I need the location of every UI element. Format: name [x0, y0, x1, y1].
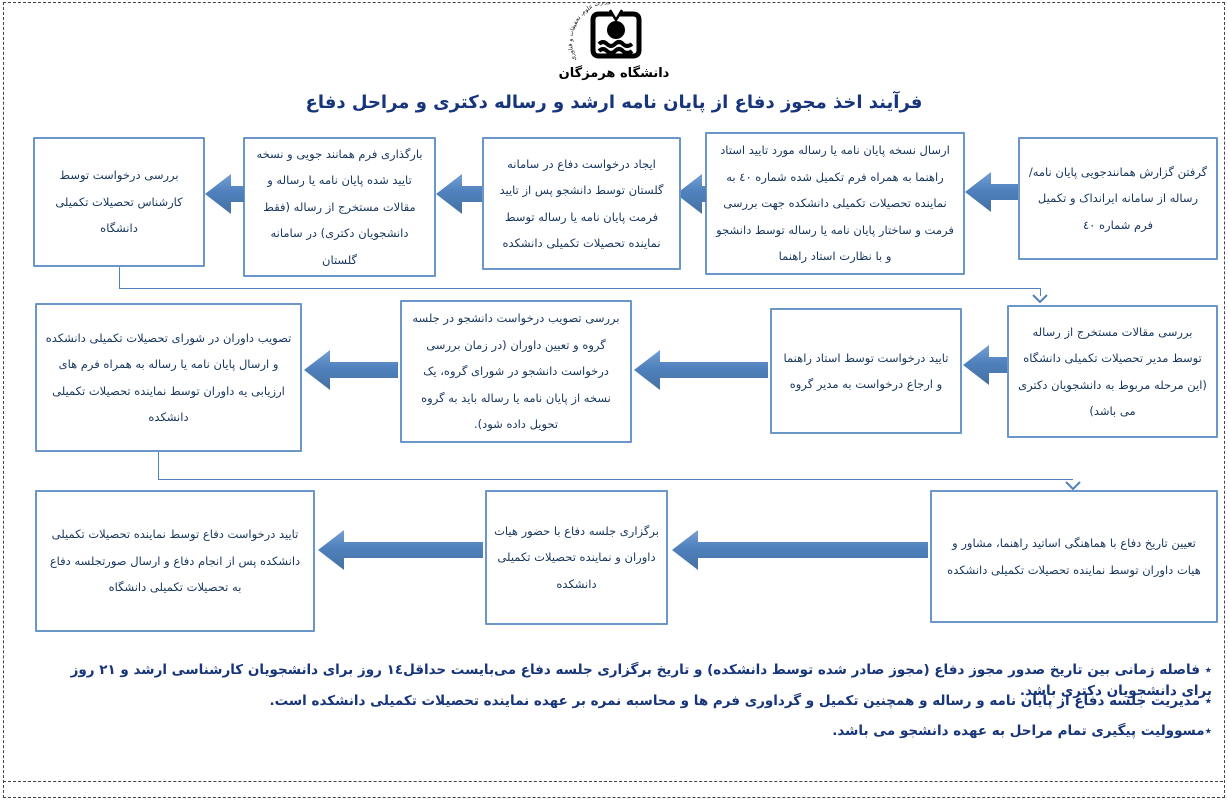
bottom-dashed-divider	[3, 781, 1223, 782]
footnote-3: ٭مسوولیت پیگیری تمام مراحل به عهده دانشج…	[832, 723, 1212, 739]
flow-arrow-left-icon	[436, 174, 482, 214]
flow-arrow-left-icon	[672, 530, 928, 570]
footnote-1: ٭ فاصله زمانی بین تاریخ صدور مجوز دفاع (…	[70, 662, 1212, 699]
flow-arrow-left-icon	[963, 345, 1007, 385]
flow-step-text: بررسی درخواست توسط کارشناس تحصیلات تکمیل…	[55, 168, 183, 236]
flow-step-box-9: تصویب داوران در شورای تحصیلات تکمیلی دان…	[35, 303, 302, 452]
university-name: دانشگاه هرمزگان	[558, 66, 670, 81]
flow-arrow-left-icon	[634, 350, 768, 390]
flow-step-text: تصویب داوران در شورای تحصیلات تکمیلی دان…	[45, 330, 292, 424]
connector-line	[158, 452, 159, 479]
connector-line	[158, 479, 1073, 480]
flow-arrow-left-icon	[205, 174, 244, 214]
flow-step-box-3: ایجاد درخواست دفاع در سامانه گلستان توسط…	[482, 137, 681, 270]
flow-step-text: گرفتن گزارش همانندجویی پایان نامه/ رساله…	[1028, 164, 1208, 232]
page-title: فرآیند اخذ مجوز دفاع از پایان نامه ارشد …	[305, 92, 923, 113]
flow-step-box-6: بررسی مقالات مستخرج از رساله توسط مدیر ت…	[1007, 305, 1218, 438]
connector-arrowhead-down-icon	[1065, 481, 1081, 491]
connector-line	[119, 267, 120, 288]
footnote-2: ٭ مدیریت جلسه دفاع از پایان نامه و رساله…	[269, 693, 1212, 709]
connector-line	[119, 288, 1040, 289]
flow-step-box-10: تعیین تاریخ دفاع با هماهنگی اساتید راهنم…	[930, 490, 1218, 623]
flow-arrow-left-icon	[304, 350, 398, 390]
flow-step-text: تعیین تاریخ دفاع با هماهنگی اساتید راهنم…	[947, 536, 1201, 577]
connector-line	[1040, 288, 1041, 296]
flow-step-box-7: تایید درخواست توسط استاد راهنما و ارجاع …	[770, 308, 962, 434]
book-emblem	[590, 9, 642, 59]
flow-step-box-12: تایید درخواست دفاع توسط نماینده تحصیلات …	[35, 490, 315, 632]
flow-step-box-2: ارسال نسخه پایان نامه یا رساله مورد تایی…	[705, 132, 965, 275]
flow-step-text: ارسال نسخه پایان نامه یا رساله مورد تایی…	[716, 143, 954, 264]
flow-step-box-8: بررسی تصویب درخواست دانشجو در جلسه گروه …	[400, 300, 632, 443]
flow-arrow-left-icon	[318, 530, 483, 570]
flow-step-text: برگزاری جلسه دفاع با حضور هیات داوران و …	[494, 523, 659, 591]
flow-step-text: بررسی تصویب درخواست دانشجو در جلسه گروه …	[412, 311, 620, 432]
flow-step-box-4: بارگذاری فرم همانند جویی و نسخه تایید شد…	[243, 137, 436, 277]
flow-step-box-1: گرفتن گزارش همانندجویی پایان نامه/ رساله…	[1018, 137, 1218, 260]
flow-step-text: بارگذاری فرم همانند جویی و نسخه تایید شد…	[256, 146, 423, 267]
flow-step-box-5: بررسی درخواست توسط کارشناس تحصیلات تکمیل…	[33, 137, 205, 267]
flow-arrow-left-icon	[965, 172, 1018, 212]
flow-step-text: ایجاد درخواست دفاع در سامانه گلستان توسط…	[499, 156, 664, 250]
flow-step-box-11: برگزاری جلسه دفاع با حضور هیات داوران و …	[485, 490, 668, 625]
flow-step-text: بررسی مقالات مستخرج از رساله توسط مدیر ت…	[1018, 324, 1207, 418]
university-logo: وزارت علوم، تحقیقات و فناوری	[567, 2, 642, 62]
flow-step-text: تایید درخواست دفاع توسط نماینده تحصیلات …	[49, 527, 301, 595]
connector-arrowhead-down-icon	[1032, 294, 1048, 304]
flow-step-text: تایید درخواست توسط استاد راهنما و ارجاع …	[783, 350, 949, 391]
